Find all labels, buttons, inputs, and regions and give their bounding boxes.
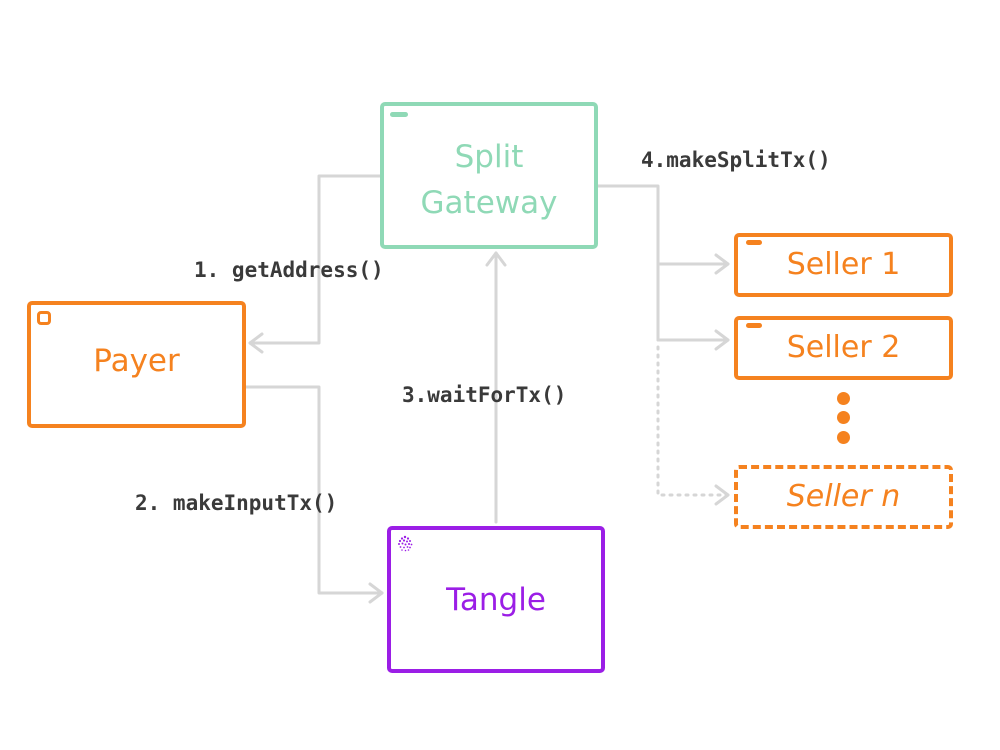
- arrowhead-seller-1: [714, 253, 730, 275]
- connector-makeinputtx: [244, 385, 384, 595]
- seller-2-label: Seller 2: [786, 330, 901, 365]
- window-tab-icon: [746, 240, 762, 245]
- step-1-label: 1. getAddress(): [194, 258, 384, 282]
- payer-label: Payer: [93, 343, 180, 379]
- ellipsis-dot: [837, 431, 850, 444]
- ellipsis-dot: [837, 411, 850, 424]
- gateway-label-line2: Gateway: [420, 185, 558, 221]
- window-tab-icon: [746, 323, 762, 328]
- seller-1-node: Seller 1: [734, 233, 953, 297]
- split-gateway-node: Split Gateway: [380, 102, 598, 249]
- connector-makesplittx: [596, 184, 660, 342]
- seller-2-node: Seller 2: [734, 316, 953, 380]
- arrowhead-seller-2: [714, 329, 730, 351]
- ellipsis-dot: [837, 392, 850, 405]
- tangle-node: Tangle: [387, 526, 605, 673]
- seller-n-label: Seller n: [786, 479, 901, 514]
- step-4-label: 4.makeSplitTx(): [641, 148, 831, 172]
- tangle-label: Tangle: [446, 582, 546, 618]
- step-3-label: 3.waitForTx(): [402, 383, 567, 407]
- seller-1-label: Seller 1: [786, 247, 901, 282]
- step-2-label: 2. makeInputTx(): [135, 491, 338, 515]
- seller-n-node: Seller n: [734, 465, 953, 529]
- split-gateway-label: Split Gateway: [384, 134, 594, 226]
- payer-node: Payer: [27, 301, 246, 428]
- window-tab-icon: [390, 112, 408, 117]
- arrowhead-getaddress: [248, 332, 264, 354]
- gateway-label-line1: Split: [454, 139, 524, 175]
- iota-logo-icon: [398, 535, 413, 552]
- arrowhead-seller-n: [714, 484, 730, 506]
- window-square-icon: [37, 311, 51, 325]
- arrowhead-waitfortx: [485, 251, 507, 267]
- arrowhead-makeinputtx: [368, 582, 384, 604]
- connector-seller-n: [656, 345, 730, 497]
- connector-getaddress: [248, 174, 382, 345]
